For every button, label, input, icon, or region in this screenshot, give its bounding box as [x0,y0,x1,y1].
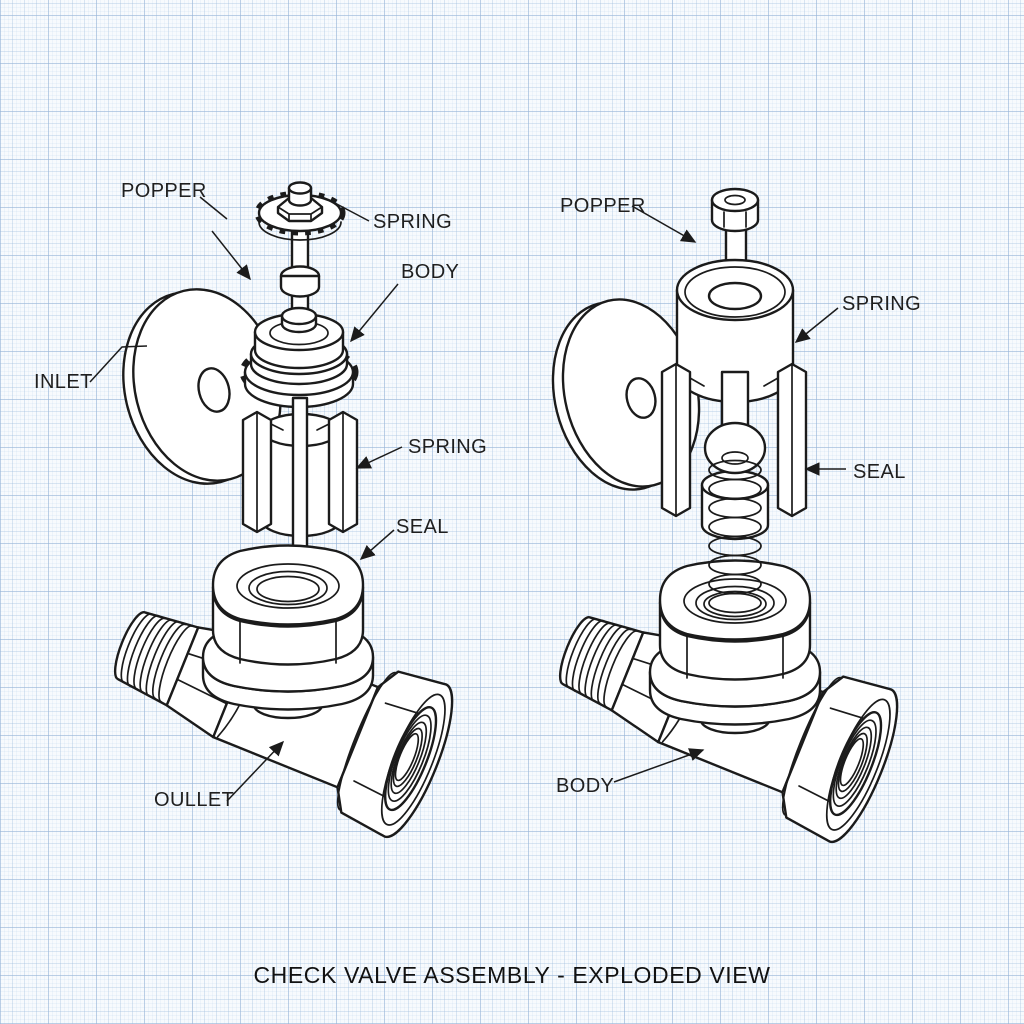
spring-cage-yoke-right [660,362,808,518]
label-oullet-left: OULLET [154,789,235,811]
left-valve-assembly [90,181,468,846]
label-spring-top-left: SPRING [373,211,453,233]
bonnet-left [201,544,375,720]
label-popper-right: POPPER [560,195,646,217]
label-spring-right: SPRING [842,293,922,315]
drawing-caption: CHECK VALVE ASSEMBLY - EXPLODED VIEW [253,962,771,988]
bonnet-right [648,559,822,735]
inlet-disc-right [551,298,701,491]
leader-lines [89,196,846,802]
label-inlet-left: INLET [34,371,93,393]
label-body-right: BODY [556,775,615,797]
label-seal-left: SEAL [396,516,449,538]
right-valve-assembly [535,187,913,851]
label-body-left: BODY [401,261,460,283]
top-bolt [276,181,324,223]
poppet-cylinder [675,258,795,404]
guide-cap [239,306,359,409]
label-popper-left: POPPER [121,180,207,202]
label-seal-right: SEAL [853,461,906,483]
label-spring-mid-left: SPRING [408,436,488,458]
spring-cage-yoke [241,396,359,561]
coil-spring [708,451,762,614]
